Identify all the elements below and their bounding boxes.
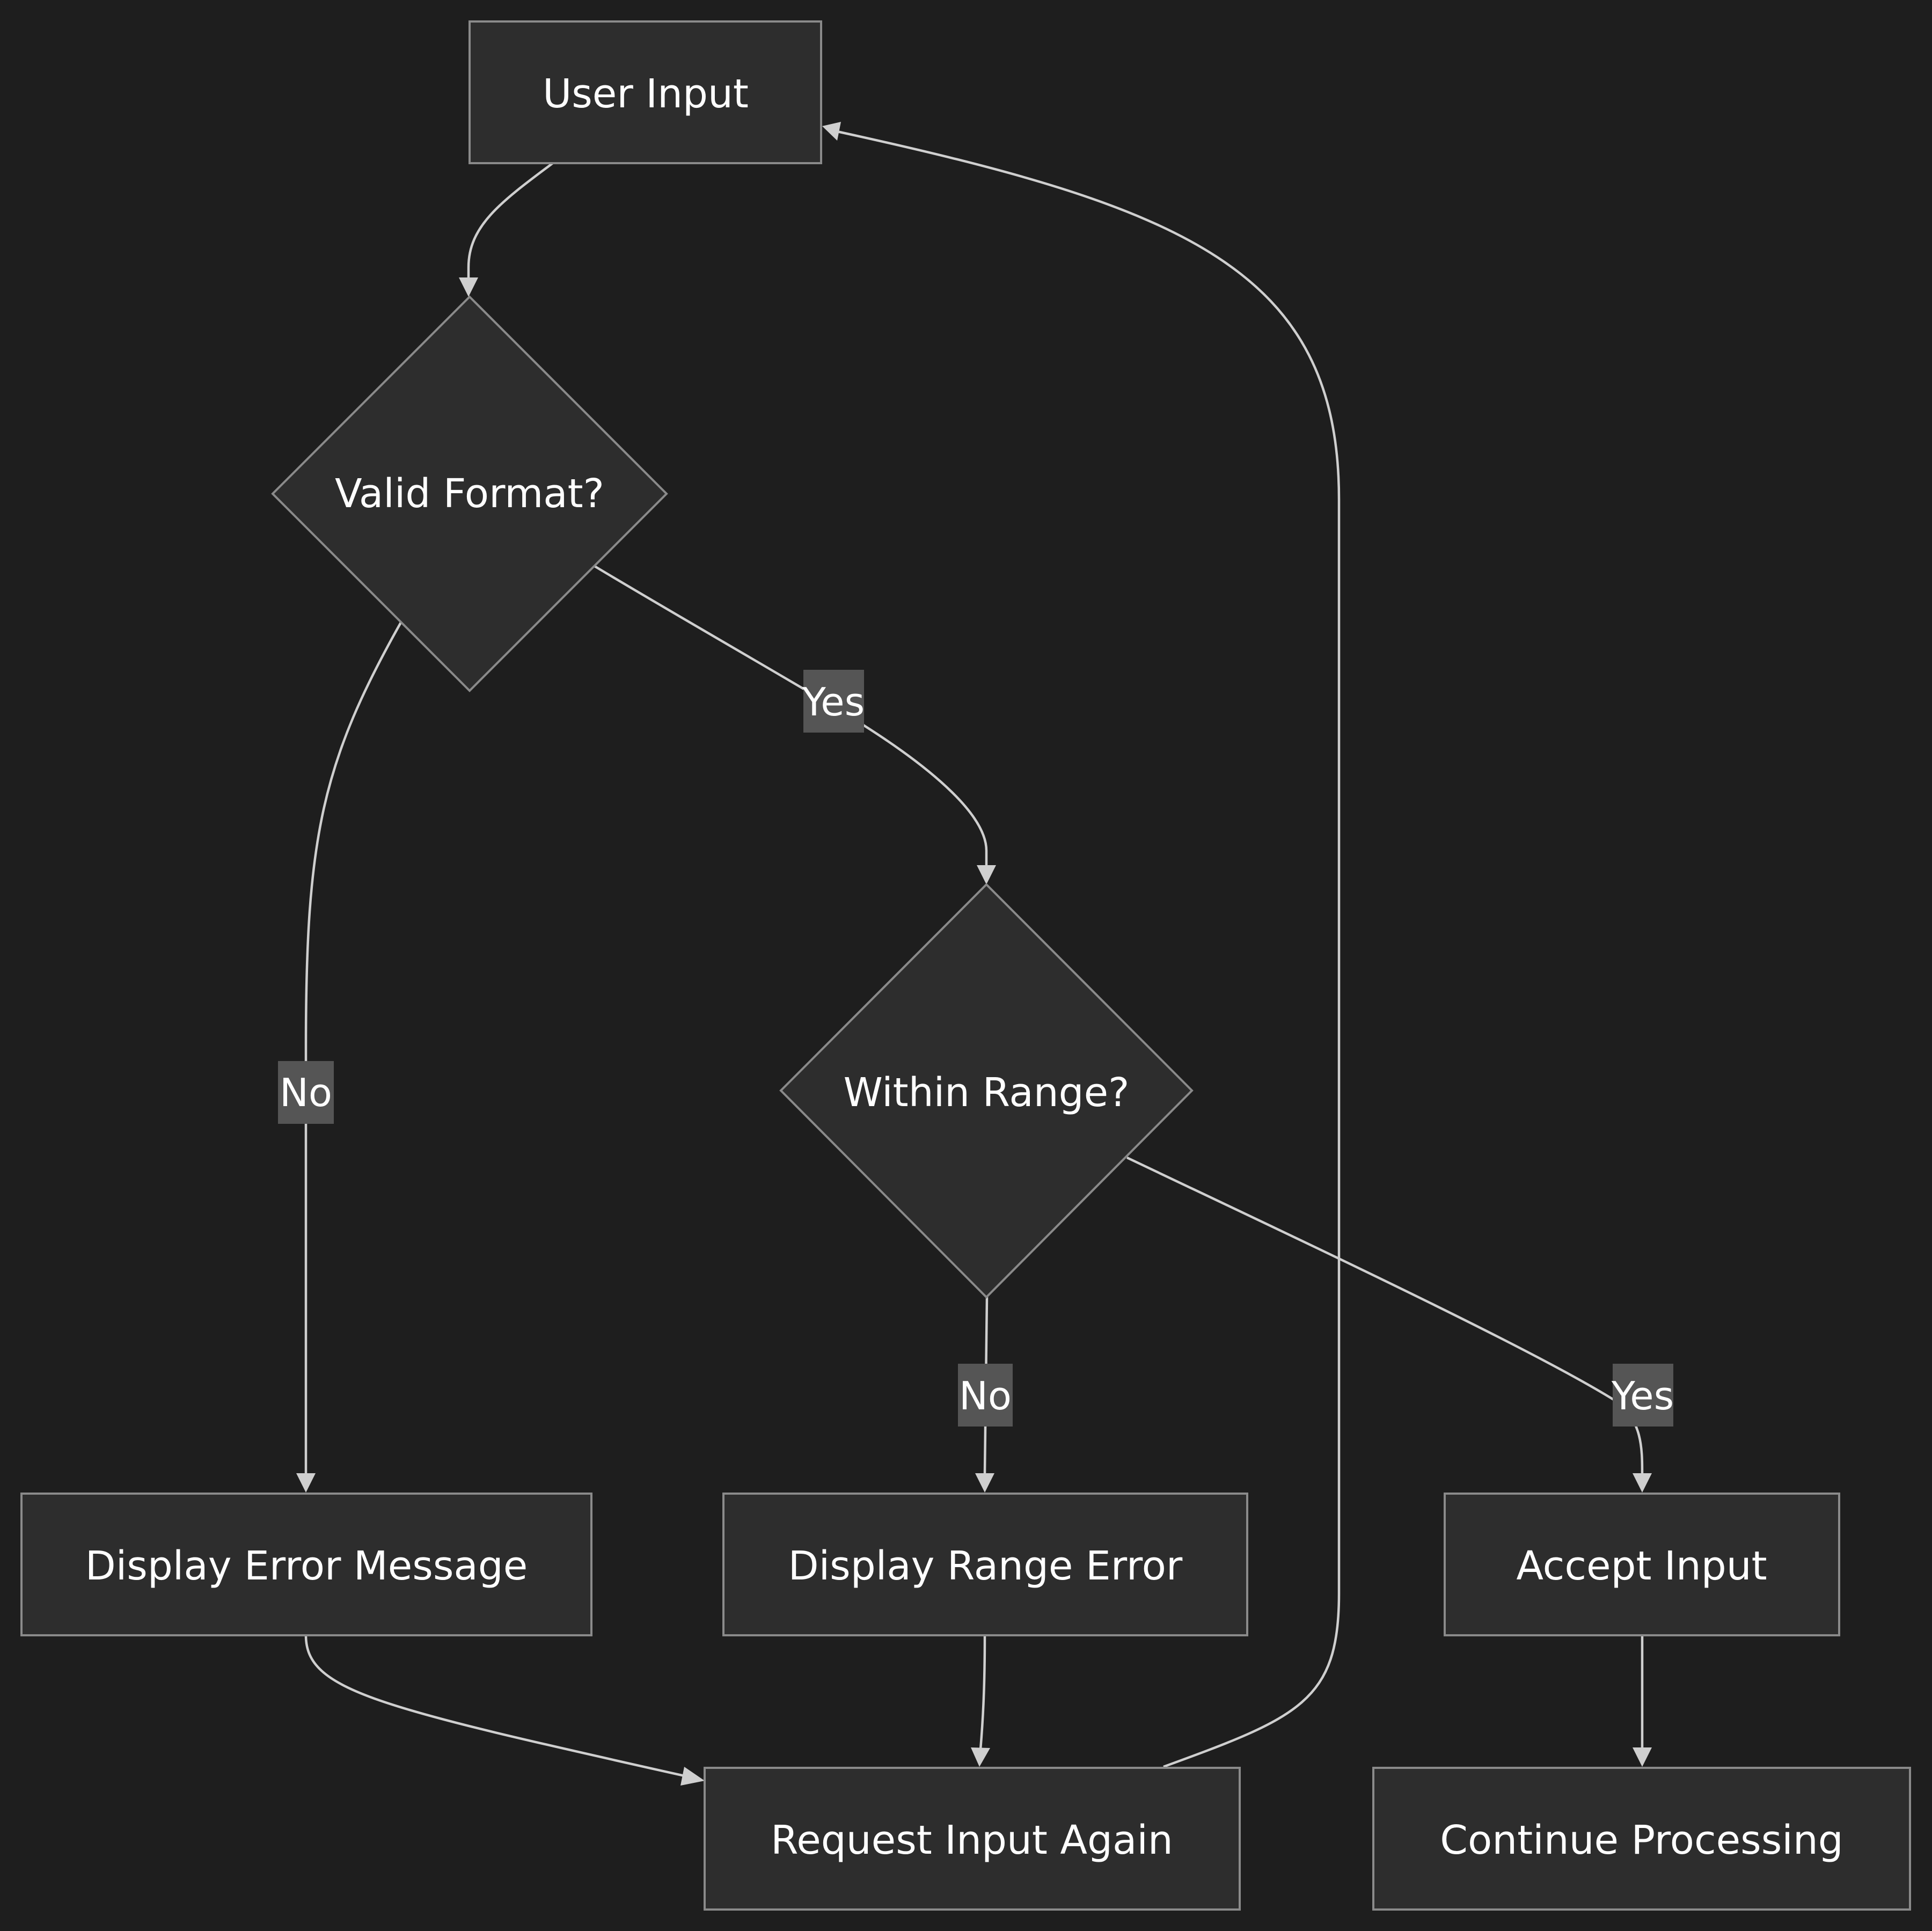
edges	[296, 122, 1652, 1786]
node-request-input-again-label: Request Input Again	[771, 1817, 1173, 1863]
edge-request-to-userinput	[837, 130, 1341, 1768]
arrowhead-request-top	[971, 1747, 990, 1767]
node-user-input[interactable]: User Input	[469, 20, 822, 164]
decision-within-range-label: Within Range?	[844, 1070, 1130, 1116]
node-request-input-again[interactable]: Request Input Again	[704, 1767, 1241, 1911]
arrowhead-validformat	[459, 277, 478, 297]
edge-displayrangeerror-to-request	[979, 1635, 986, 1750]
edge-withinrange-yes	[1126, 1156, 1644, 1474]
node-accept-input-label: Accept Input	[1516, 1543, 1767, 1589]
node-display-range-error[interactable]: Display Range Error	[722, 1493, 1248, 1636]
node-display-range-error-label: Display Range Error	[788, 1543, 1183, 1589]
decision-within-range[interactable]: Within Range?	[779, 883, 1194, 1299]
node-user-input-label: User Input	[543, 71, 749, 117]
decision-valid-format-label: Valid Format?	[335, 471, 604, 517]
edge-displayerror-to-request	[304, 1635, 687, 1778]
arrowhead-displayrangeerror	[975, 1473, 994, 1493]
edge-validformat-yes	[594, 565, 988, 880]
svg-text:No: No	[280, 1070, 332, 1115]
edge-validformat-no	[304, 620, 402, 1473]
edge-label-range-no: No	[958, 1364, 1013, 1427]
node-display-error-message-label: Display Error Message	[85, 1543, 528, 1589]
decision-valid-format[interactable]: Valid Format?	[271, 295, 668, 692]
arrowhead-acceptinput	[1633, 1473, 1652, 1493]
edge-label-format-no: No	[278, 1061, 334, 1124]
edge-label-range-yes: Yes	[1611, 1364, 1674, 1427]
svg-text:Yes: Yes	[1611, 1373, 1674, 1418]
arrowhead-continue	[1633, 1747, 1652, 1767]
arrowhead-withinrange	[977, 865, 996, 884]
node-continue-processing[interactable]: Continue Processing	[1372, 1767, 1911, 1911]
arrowhead-userinput	[822, 122, 841, 141]
nodes: User Input Valid Format? Within Range? D…	[20, 20, 1911, 1911]
node-display-error-message[interactable]: Display Error Message	[20, 1493, 592, 1636]
edge-userinput-to-validformat	[467, 162, 554, 294]
arrowhead-displayerror	[296, 1473, 316, 1493]
node-continue-processing-label: Continue Processing	[1440, 1817, 1843, 1863]
svg-text:Yes: Yes	[802, 679, 865, 725]
svg-text:No: No	[959, 1373, 1012, 1418]
edge-label-format-yes: Yes	[802, 670, 865, 733]
arrowhead-request-left	[680, 1767, 705, 1786]
node-accept-input[interactable]: Accept Input	[1444, 1493, 1840, 1636]
edge-labels: Yes No No Yes	[278, 670, 1674, 1427]
